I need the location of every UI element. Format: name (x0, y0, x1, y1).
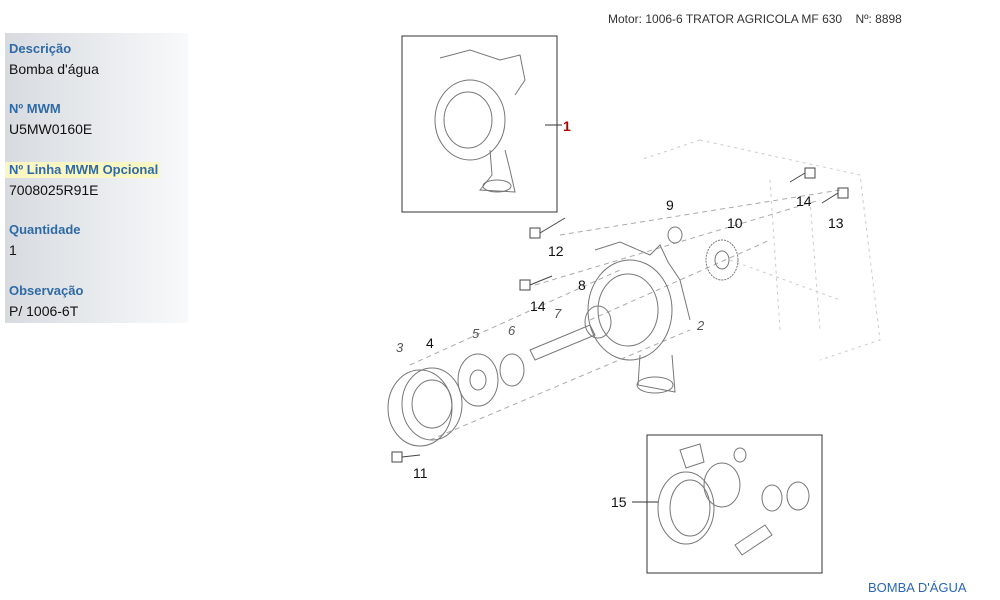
impeller-5 (457, 353, 499, 407)
callout-10[interactable]: 10 (727, 215, 743, 231)
pump-assembly-box (401, 35, 558, 213)
field-value: P/ 1006-6T (9, 303, 79, 319)
callout-13[interactable]: 13 (828, 215, 844, 231)
pump-housing-drawing (587, 241, 691, 394)
field-label: Quantidade (9, 222, 81, 237)
engine-model: Motor: 1006-6 TRATOR AGRICOLA MF 630 (608, 12, 843, 26)
field-value: 1 (9, 242, 17, 258)
field-value: 7008025R91E (9, 182, 99, 198)
seal-6 (499, 353, 525, 387)
assembly-guide-lines (409, 189, 841, 441)
callout-14-upper[interactable]: 14 (796, 193, 812, 209)
callout-12[interactable]: 12 (548, 243, 564, 259)
callout-3[interactable]: 3 (396, 340, 404, 355)
field-descricao: Descrição Bomba d'água (9, 41, 99, 78)
callout-15[interactable]: 15 (611, 494, 627, 510)
callout-14-lower[interactable]: 14 (530, 298, 546, 314)
field-observacao: Observação P/ 1006-6T (9, 283, 83, 320)
seal-kit-drawing (657, 443, 810, 556)
field-label: Observação (9, 283, 84, 298)
bolts (391, 167, 849, 463)
engine-number: Nº: 8898 (855, 12, 902, 26)
callout-4[interactable]: 4 (426, 335, 434, 351)
engine-block-outline (639, 139, 881, 361)
diagram-title-link[interactable]: BOMBA D'ÁGUA (868, 580, 967, 595)
field-value: Bomba d'água (9, 61, 99, 77)
pump-assembly-drawing (434, 49, 526, 193)
field-label: Nº Linha MWM Opcional (5, 162, 161, 178)
callout-7[interactable]: 7 (554, 306, 562, 321)
field-label: Nº MWM (9, 101, 61, 116)
o-ring-9 (667, 226, 683, 244)
seal-ring-8 (584, 305, 612, 339)
field-optional-line: Nº Linha MWM Opcional 7008025R91E (5, 162, 161, 199)
seal-kit-box (646, 434, 823, 574)
callout-1[interactable]: 1 (563, 118, 571, 134)
callout-2[interactable]: 2 (696, 318, 705, 333)
field-value: U5MW0160E (9, 121, 93, 137)
engine-header: Motor: 1006-6 TRATOR AGRICOLA MF 630 Nº:… (608, 12, 902, 26)
field-mwm-number: Nº MWM U5MW0160E (9, 101, 92, 138)
cover-plate-drawing (387, 367, 463, 447)
drive-gear-drawing (705, 239, 739, 281)
callout-6[interactable]: 6 (508, 323, 516, 338)
shaft-7 (529, 324, 596, 361)
callout-11[interactable]: 11 (413, 465, 428, 481)
part-details-panel (5, 33, 188, 323)
field-label: Descrição (9, 41, 72, 56)
field-quantidade: Quantidade 1 (9, 222, 81, 259)
callout-9[interactable]: 9 (666, 197, 674, 213)
callout-5[interactable]: 5 (472, 326, 480, 341)
callout-8[interactable]: 8 (578, 277, 586, 293)
